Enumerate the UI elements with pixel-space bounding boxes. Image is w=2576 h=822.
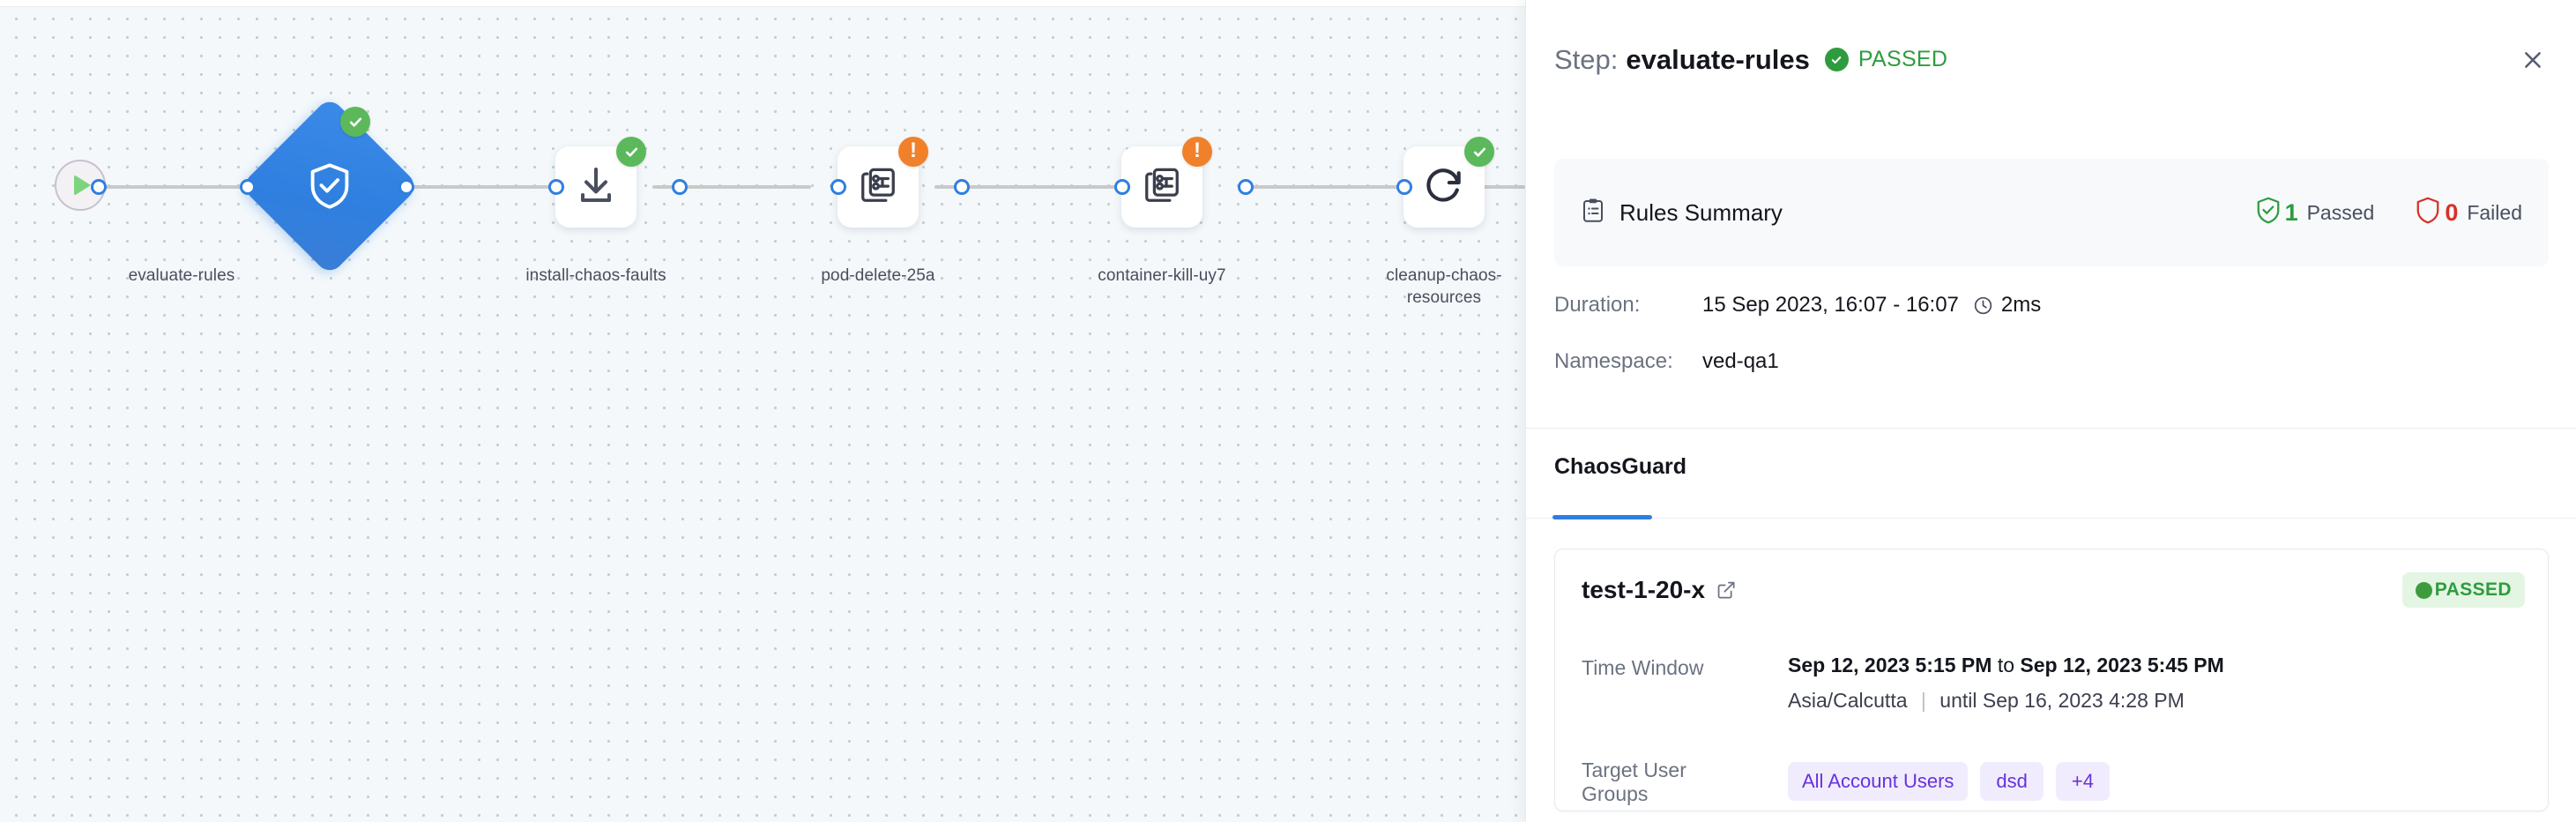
time-window-joiner: to bbox=[1997, 654, 2014, 676]
time-window-subtext: Asia/Calcutta | until Sep 16, 2023 4:28 … bbox=[1788, 689, 2224, 713]
tabs-baseline bbox=[1526, 518, 2576, 519]
clock-icon bbox=[1973, 295, 1993, 316]
external-link-icon[interactable] bbox=[1716, 580, 1736, 600]
until-text: until Sep 16, 2023 4:28 PM bbox=[1939, 689, 2185, 712]
rules-failed-count: 0 bbox=[2445, 198, 2459, 226]
node-label: evaluate-rules bbox=[128, 266, 235, 285]
rules-summary-left: Rules Summary bbox=[1581, 198, 1783, 228]
shield-red-icon bbox=[2415, 196, 2441, 229]
node-label: container-kill-uy7 bbox=[1098, 266, 1226, 285]
shield-check-icon bbox=[247, 103, 413, 269]
rules-summary-stats: 1 Passed 0 Failed bbox=[2215, 196, 2522, 229]
user-group-overflow-chip[interactable]: +4 bbox=[2055, 761, 2110, 801]
node-label: cleanup-chaos-resources bbox=[1386, 266, 1502, 307]
connector-rail bbox=[97, 185, 273, 189]
rules-failed-label: Failed bbox=[2467, 200, 2522, 224]
status-badge-success bbox=[616, 137, 646, 167]
check-circle-icon bbox=[1824, 48, 1849, 71]
test-status-text: PASSED bbox=[2434, 579, 2512, 600]
timezone-text: Asia/Calcutta bbox=[1788, 689, 1908, 712]
namespace-row: Namespace: ved-qa1 bbox=[1554, 349, 1779, 374]
namespace-label: Namespace: bbox=[1554, 349, 1673, 373]
panel-title-row: Step: evaluate-rules PASSED bbox=[1554, 44, 1947, 76]
canvas-top-strip bbox=[0, 0, 1525, 7]
chaos-fault-icon bbox=[858, 165, 898, 210]
exclamation-glyph: ! bbox=[910, 138, 917, 162]
port-dot[interactable] bbox=[91, 179, 107, 195]
duration-row: Duration: 15 Sep 2023, 16:07 - 16:07 2ms bbox=[1554, 293, 2041, 318]
download-icon bbox=[575, 164, 617, 211]
namespace-value: ved-qa1 bbox=[1702, 349, 1779, 373]
page-title: evaluate-rules bbox=[1626, 43, 1810, 75]
duration-value: 15 Sep 2023, 16:07 - 16:07 2ms bbox=[1702, 293, 2041, 318]
status-badge: PASSED bbox=[1858, 47, 1948, 71]
tabs-top-divider bbox=[1526, 428, 2576, 429]
duration-elapsed: 2ms bbox=[2000, 293, 2042, 317]
rules-passed-label: Passed bbox=[2306, 200, 2375, 224]
shield-check-green-icon bbox=[2255, 196, 2282, 229]
port-dot[interactable] bbox=[954, 179, 970, 195]
pipeline-canvas[interactable]: evaluate-rules install-chaos-faults bbox=[0, 0, 1525, 822]
port-dot[interactable] bbox=[672, 179, 688, 195]
port-dot[interactable] bbox=[830, 179, 846, 195]
status-badge-warning: ! bbox=[1182, 137, 1212, 167]
status-badge-warning: ! bbox=[898, 137, 928, 167]
status-badge-success bbox=[340, 107, 370, 137]
connector-rail bbox=[934, 185, 1146, 189]
test-card-header: test-1-20-x bbox=[1582, 576, 1736, 604]
port-dot[interactable] bbox=[1114, 179, 1130, 195]
subtext-divider: | bbox=[1920, 689, 1926, 712]
rules-passed-stat: 1 Passed bbox=[2255, 196, 2375, 229]
connector-rail bbox=[406, 185, 564, 189]
duration-label: Duration: bbox=[1554, 293, 1641, 317]
user-group-chip[interactable]: dsd bbox=[1980, 761, 2044, 801]
rules-summary-title: Rules Summary bbox=[1619, 198, 1783, 226]
time-window-label: Time Window bbox=[1582, 656, 1704, 679]
step-details-panel: Step: evaluate-rules PASSED bbox=[1525, 0, 2576, 822]
tab-chaosguard[interactable]: ChaosGuard bbox=[1554, 454, 1686, 509]
target-user-groups-row: Target User Groups All Account Users dsd… bbox=[1582, 756, 2122, 806]
connector-rail bbox=[1252, 185, 1525, 189]
user-group-chip[interactable]: All Account Users bbox=[1788, 761, 1969, 801]
panel-title-prefix: Step: bbox=[1554, 43, 1619, 75]
time-window-start: Sep 12, 2023 5:15 PM bbox=[1788, 654, 1992, 676]
time-window-end: Sep 12, 2023 5:45 PM bbox=[2020, 654, 2224, 676]
target-user-groups-chips: All Account Users dsd +4 bbox=[1788, 756, 2122, 806]
chaos-fault-icon bbox=[1142, 165, 1182, 210]
time-window-range: Sep 12, 2023 5:15 PM to Sep 12, 2023 5:4… bbox=[1788, 654, 2224, 676]
duration-range-text: 15 Sep 2023, 16:07 - 16:07 bbox=[1702, 293, 1959, 317]
port-dot[interactable] bbox=[398, 179, 414, 195]
node-evaluate-rules[interactable] bbox=[240, 96, 420, 276]
time-window-values: Sep 12, 2023 5:15 PM to Sep 12, 2023 5:4… bbox=[1788, 654, 2224, 713]
node-label: install-chaos-faults bbox=[525, 266, 666, 285]
status-dot-icon bbox=[2415, 581, 2432, 599]
chaosguard-test-card: test-1-20-x PASSED Time Window Sep 12, 2… bbox=[1554, 549, 2549, 811]
panel-header: Step: evaluate-rules PASSED bbox=[1526, 0, 2576, 119]
node-label: pod-delete-25a bbox=[821, 266, 935, 285]
test-name: test-1-20-x bbox=[1582, 576, 1706, 603]
tab-chaosguard-label: ChaosGuard bbox=[1554, 454, 1687, 479]
test-status-badge: PASSED bbox=[2401, 572, 2525, 608]
exclamation-glyph: ! bbox=[1194, 138, 1201, 162]
play-icon bbox=[74, 175, 91, 196]
port-dot[interactable] bbox=[1238, 179, 1254, 195]
connector-rail bbox=[652, 185, 811, 189]
rules-summary-card: Rules Summary 1 Passed bbox=[1554, 159, 2549, 266]
port-dot[interactable] bbox=[548, 179, 564, 195]
refresh-icon bbox=[1422, 163, 1466, 212]
port-dot[interactable] bbox=[240, 179, 256, 195]
port-dot[interactable] bbox=[1396, 179, 1412, 195]
time-window-row: Time Window Sep 12, 2023 5:15 PM to Sep … bbox=[1582, 654, 2224, 713]
target-user-groups-label: Target User Groups bbox=[1582, 758, 1686, 805]
clipboard-icon bbox=[1581, 198, 1605, 228]
rules-passed-count: 1 bbox=[2284, 198, 2298, 226]
rules-failed-stat: 0 Failed bbox=[2415, 196, 2522, 229]
tab-active-indicator bbox=[1552, 515, 1652, 519]
status-badge-success bbox=[1464, 137, 1494, 167]
close-icon[interactable] bbox=[2513, 41, 2552, 79]
